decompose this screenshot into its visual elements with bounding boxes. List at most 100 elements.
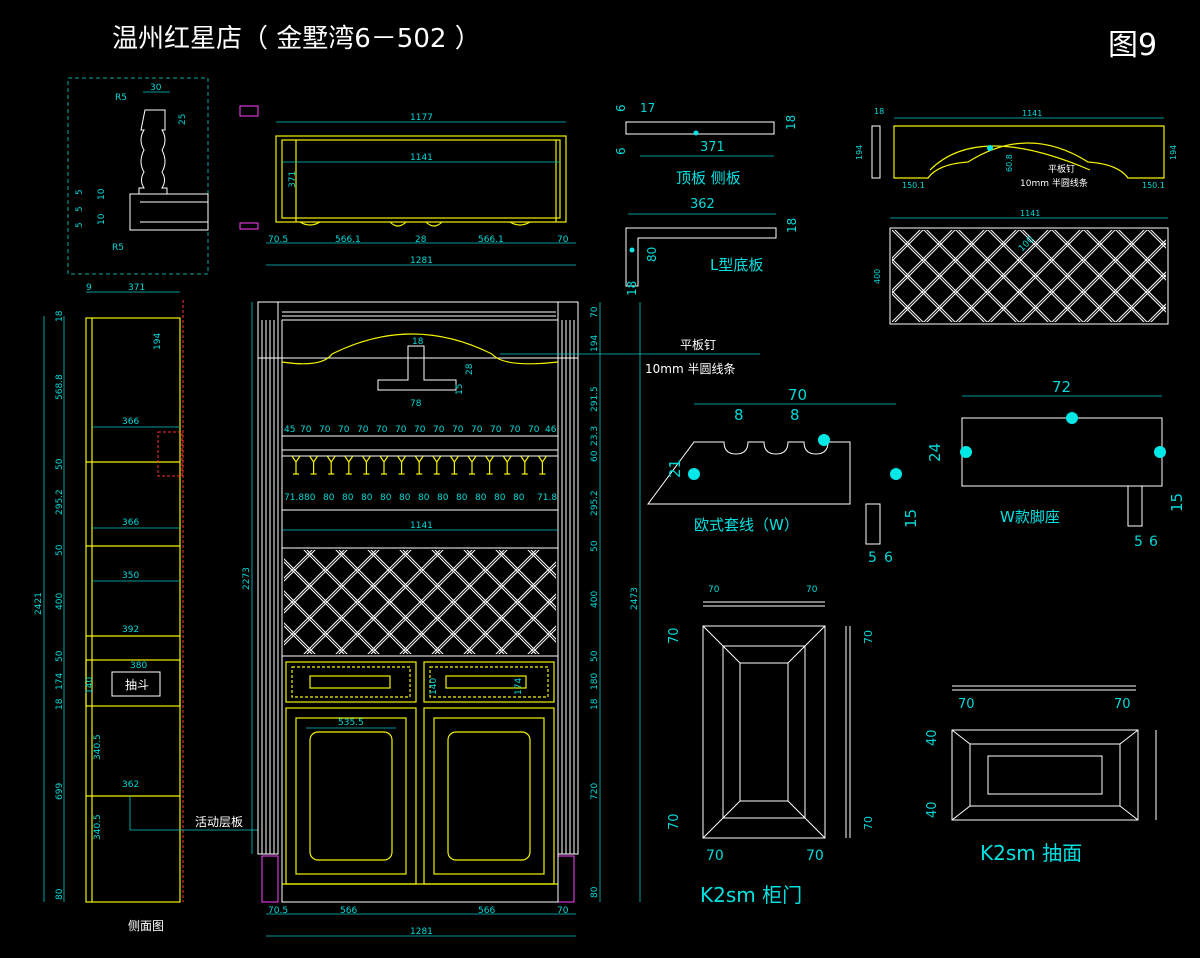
svg-text:566: 566 [340, 906, 357, 916]
svg-text:80: 80 [645, 247, 659, 262]
svg-text:71.8: 71.8 [284, 493, 304, 503]
glass-holder [326, 455, 336, 475]
svg-text:23.3: 23.3 [590, 426, 600, 446]
svg-text:400: 400 [873, 269, 882, 284]
svg-text:6: 6 [614, 104, 628, 112]
svg-text:70: 70 [557, 906, 569, 916]
glass-holders [291, 455, 547, 475]
glass-holder [520, 455, 530, 475]
glass-holder [537, 455, 547, 475]
svg-text:70: 70 [806, 585, 818, 595]
spacing-80: 80 [361, 493, 373, 503]
svg-text:291.5: 291.5 [590, 386, 600, 412]
arch-panel: 1141 194 194 18 150.1 150.1 60.8 平板钉 10m… [855, 107, 1178, 190]
svg-text:362: 362 [122, 780, 139, 790]
svg-text:362: 362 [690, 197, 715, 212]
svg-text:60.8: 60.8 [1005, 154, 1014, 172]
svg-text:340.5: 340.5 [93, 734, 103, 760]
glass-holder [414, 455, 424, 475]
spacing-70: 70 [319, 425, 331, 435]
svg-text:174: 174 [55, 673, 65, 690]
svg-text:10: 10 [97, 188, 107, 200]
svg-text:5: 5 [75, 206, 85, 212]
svg-text:18: 18 [625, 281, 639, 296]
svg-text:194: 194 [153, 333, 163, 350]
svg-text:70: 70 [590, 306, 600, 318]
lattice-bar [561, 548, 669, 656]
lattice-bar [593, 548, 701, 656]
svg-text:194: 194 [855, 145, 864, 160]
svg-text:70: 70 [1114, 697, 1131, 712]
svg-text:371: 371 [700, 140, 725, 155]
svg-text:72: 72 [1052, 378, 1071, 396]
svg-text:2273: 2273 [242, 567, 252, 590]
svg-text:1141: 1141 [1020, 209, 1040, 218]
svg-text:60: 60 [590, 450, 600, 462]
lattice-bar [303, 550, 409, 654]
lattice-bar [335, 550, 441, 654]
k2sm-door: 70 70 70 70 70 70 70 70 K2sm 柜门 [667, 585, 875, 907]
svg-text:566.1: 566.1 [335, 235, 361, 245]
drawer-tag: 抽斗 [125, 678, 149, 692]
lattice-bar [495, 593, 556, 654]
w-foot: 72 24 15 5 6 W款脚座 [926, 378, 1186, 550]
svg-text:1177: 1177 [410, 113, 433, 123]
w-foot-label: W款脚座 [1000, 508, 1060, 526]
svg-text:5: 5 [75, 189, 85, 195]
spacing-80: 80 [475, 493, 487, 503]
glass-holder [485, 455, 495, 475]
l-bottom-board: 362 80 18 18 L型底板 [625, 197, 799, 296]
lattice-bar [1118, 274, 1166, 322]
svg-text:18: 18 [590, 698, 600, 710]
lattice-bar [284, 550, 345, 611]
svg-text:18: 18 [55, 698, 65, 710]
svg-text:18: 18 [785, 218, 799, 233]
svg-text:535.5: 535.5 [338, 718, 364, 728]
spacing-80: 80 [342, 493, 354, 503]
svg-text:18: 18 [412, 337, 424, 347]
svg-text:50: 50 [590, 540, 600, 552]
lattice-bar [593, 548, 701, 656]
spacing-80: 80 [323, 493, 335, 503]
svg-text:8: 8 [790, 406, 800, 424]
lattice-bar [434, 550, 540, 654]
spacing-70: 70 [490, 425, 502, 435]
svg-text:70: 70 [706, 848, 724, 864]
svg-text:350: 350 [122, 571, 139, 581]
svg-text:566: 566 [478, 906, 495, 916]
svg-text:371: 371 [288, 171, 298, 188]
svg-text:80: 80 [590, 886, 600, 898]
svg-text:18: 18 [784, 115, 798, 130]
svg-text:21: 21 [666, 459, 684, 478]
svg-text:568.8: 568.8 [55, 374, 65, 400]
svg-text:6: 6 [1149, 534, 1158, 550]
k2sm-door-label: K2sm 柜门 [700, 883, 802, 907]
svg-text:150.1: 150.1 [1142, 181, 1165, 190]
svg-text:371: 371 [128, 283, 145, 293]
svg-text:71.8: 71.8 [537, 493, 557, 503]
glass-holder [502, 455, 512, 475]
glass-holder [361, 455, 371, 475]
svg-text:140: 140 [429, 678, 439, 695]
svg-text:24: 24 [926, 443, 944, 462]
svg-text:720: 720 [590, 783, 600, 800]
spacing-70: 70 [395, 425, 407, 435]
glass-holder [467, 455, 477, 475]
spacing-80: 80 [304, 493, 316, 503]
svg-text:70: 70 [862, 630, 875, 644]
flat-nail-label: 平板钉 [680, 338, 716, 352]
lattice-bar [1150, 230, 1166, 246]
svg-text:70: 70 [958, 697, 975, 712]
spacing-80: 80 [437, 493, 449, 503]
spacing-70: 70 [376, 425, 388, 435]
svg-text:699: 699 [55, 783, 65, 800]
svg-text:295.2: 295.2 [55, 489, 65, 515]
lattice-bar [1147, 303, 1166, 322]
spacing-80: 80 [399, 493, 411, 503]
movable-shelf-label: 活动层板 [195, 815, 243, 829]
svg-text:8: 8 [734, 406, 744, 424]
spacing-80: 80 [456, 493, 468, 503]
k2sm-drawer-label: K2sm 抽面 [980, 841, 1082, 865]
svg-text:平板钉: 平板钉 [1048, 163, 1075, 175]
